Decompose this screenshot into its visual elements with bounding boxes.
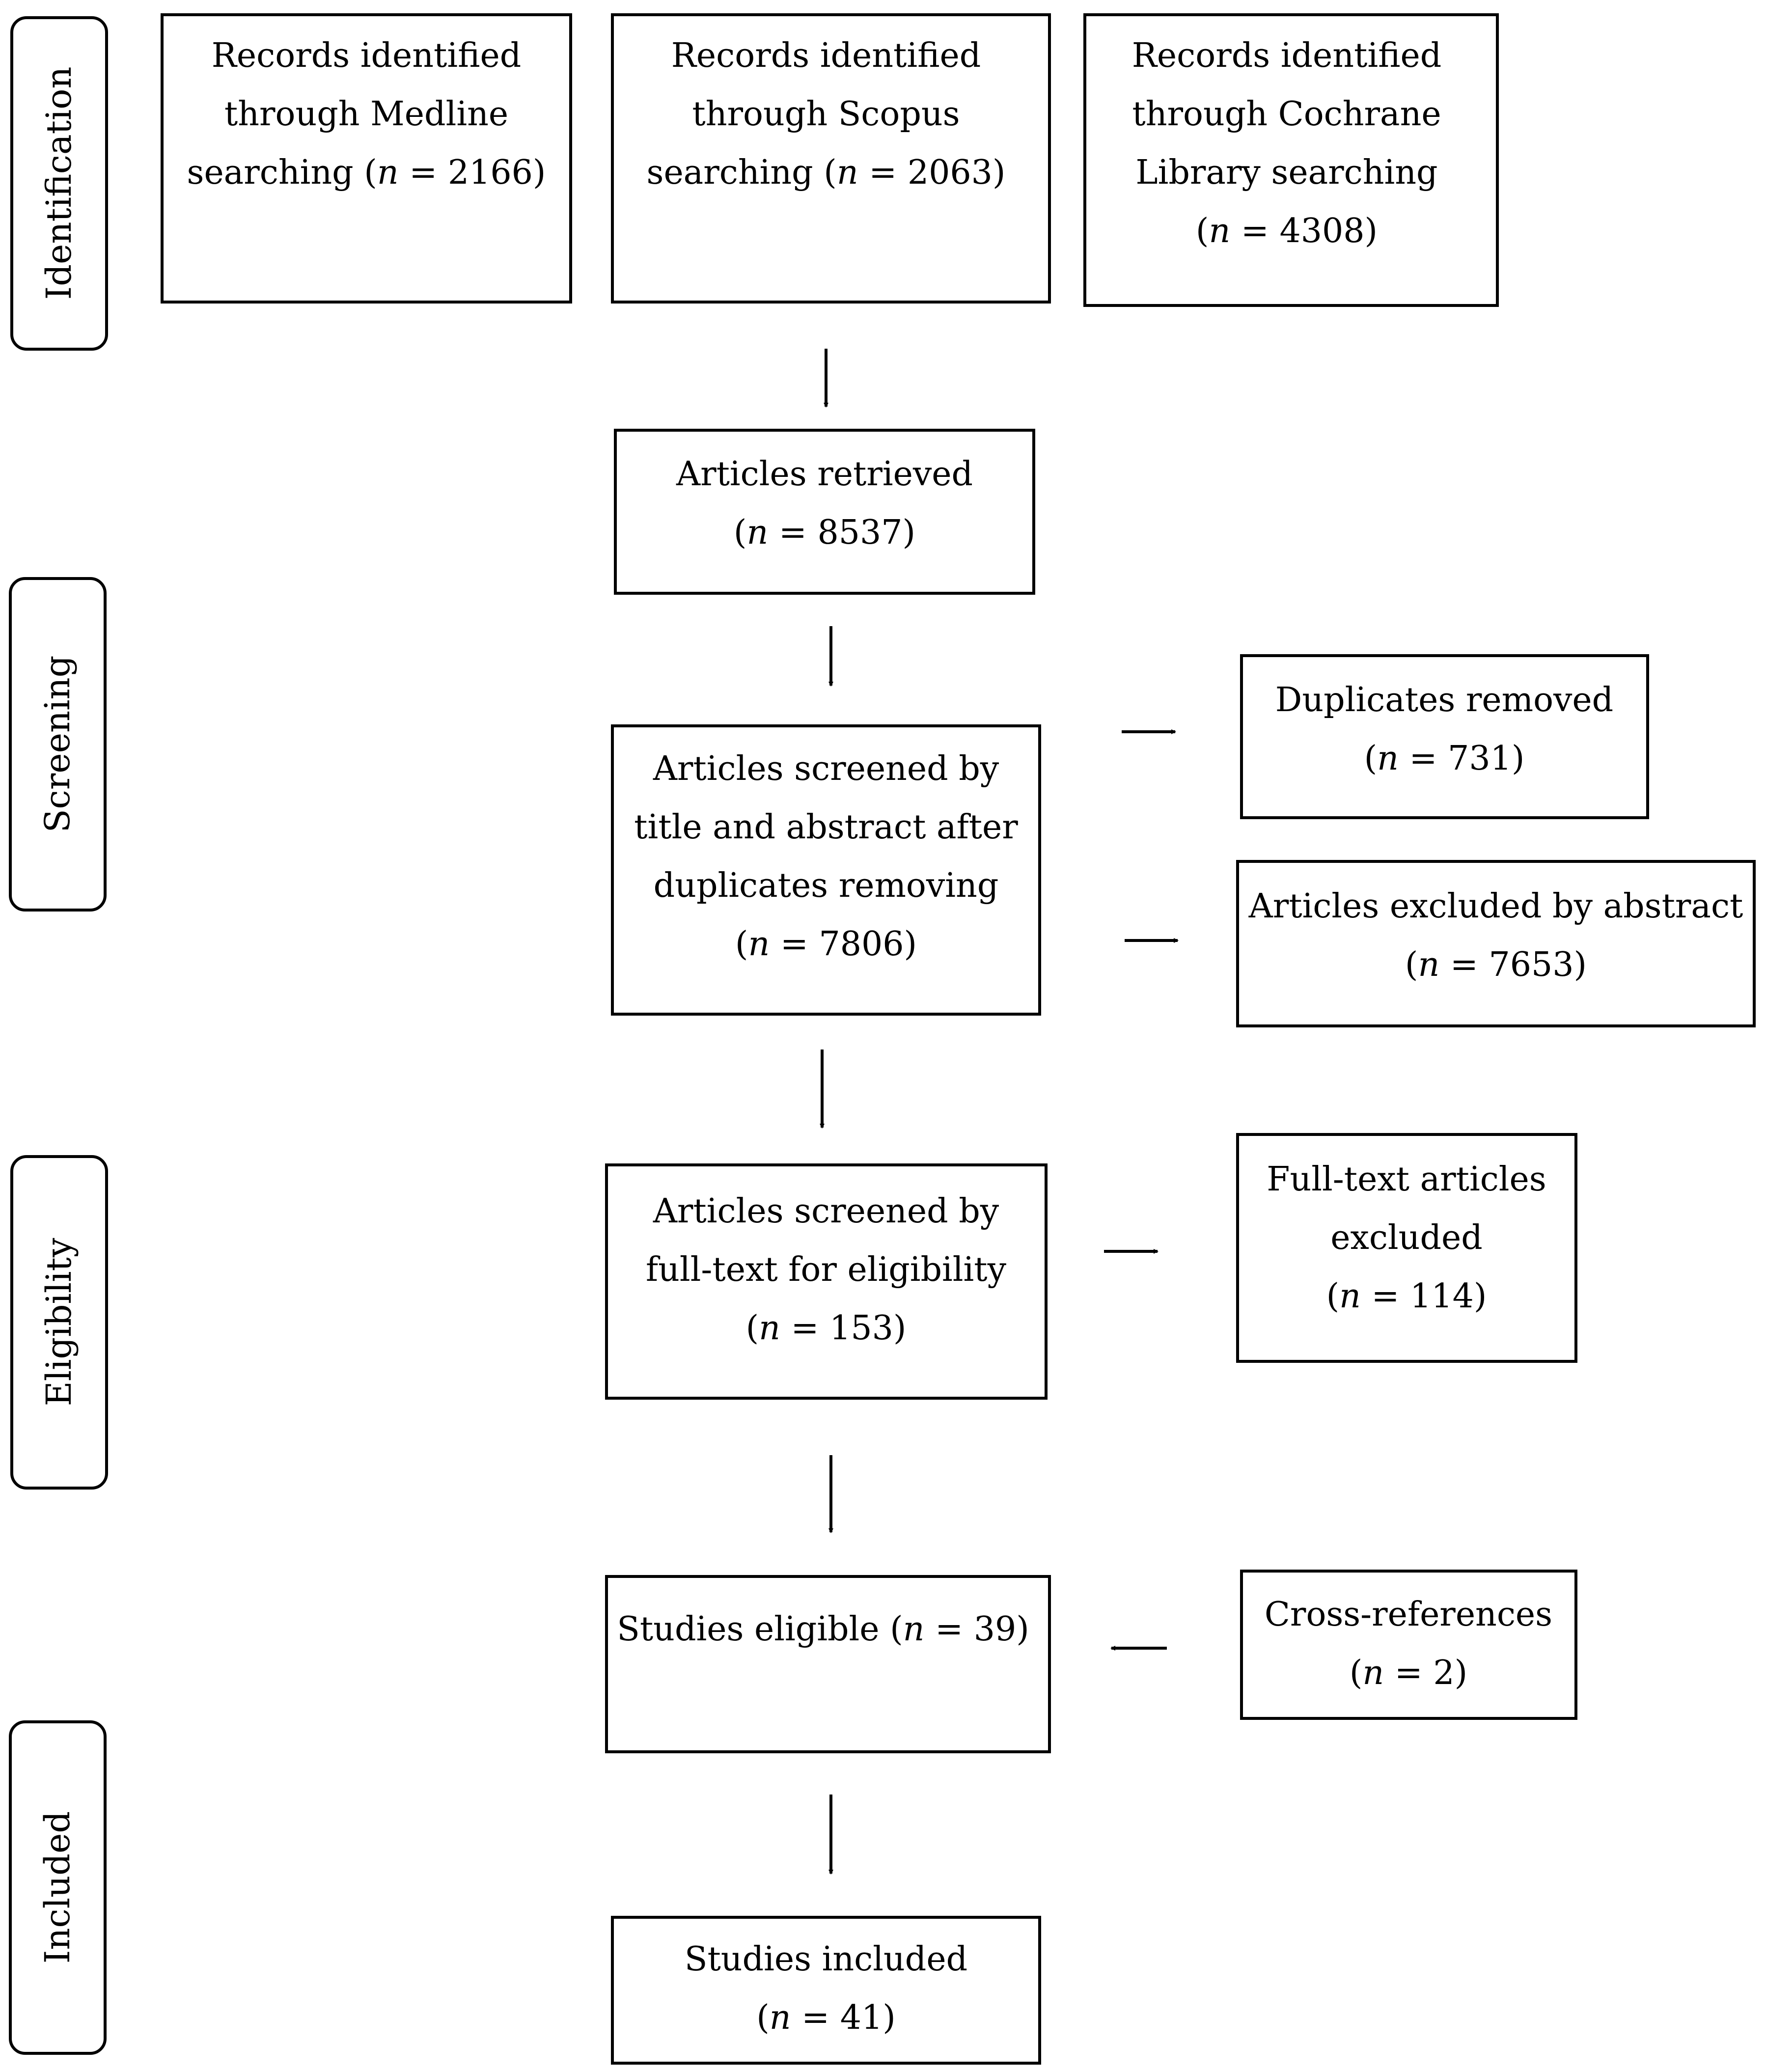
box-screened-title-abstract: Articles screened by title and abstract … [611, 724, 1041, 1016]
box-screened-title-count: 7806 [819, 925, 904, 964]
box-scopus-line-1: Records identified [671, 36, 981, 75]
box-cochrane-line-1: Records identified [1132, 36, 1442, 75]
stage-eligibility: Eligibility [10, 1155, 108, 1490]
box-medline: Records identified through Medline searc… [161, 13, 572, 304]
box-articles-retrieved: Articles retrieved (n = 8537) [614, 429, 1035, 595]
box-duplicates-line-1: Duplicates removed [1275, 681, 1613, 719]
box-medline-line-2: through Medline [224, 95, 508, 134]
box-cross-references: Cross-references (n = 2) [1240, 1570, 1577, 1720]
stage-included-label: Included [37, 1811, 78, 1963]
box-retrieved-count: 8537 [817, 513, 902, 552]
box-scopus-count: 2063 [908, 153, 993, 192]
stage-identification-box [10, 16, 108, 351]
box-included-line-1: Studies included [685, 1940, 967, 1979]
stage-screening-box [9, 577, 107, 912]
box-scopus-line-2: through Scopus [692, 95, 960, 134]
stage-eligibility-box [10, 1155, 108, 1490]
box-cross-references-count: 2 [1433, 1654, 1454, 1692]
box-retrieved-line-1: Articles retrieved [676, 455, 973, 494]
box-screened-fulltext-line-1: Articles screened by [653, 1192, 999, 1231]
box-fulltext-excluded-count: 114 [1410, 1277, 1474, 1316]
box-studies-included: Studies included (n = 41) [611, 1916, 1041, 2065]
box-duplicates-count-line: (n = 731) [1364, 739, 1525, 778]
box-full-text-excluded: Full-text articles excluded (n = 114) [1236, 1133, 1577, 1363]
box-medline-count-line: searching (n = 2166) [187, 153, 546, 192]
stage-identification-label: Identification [39, 67, 79, 300]
box-included-count-line: (n = 41) [756, 1998, 896, 2037]
box-screened-title-line-2: title and abstract after [634, 808, 1018, 847]
box-cross-references-count-line: (n = 2) [1350, 1654, 1467, 1692]
box-fulltext-excluded-line-2: excluded [1330, 1218, 1483, 1257]
box-cochrane-count: 4308 [1279, 212, 1364, 250]
box-included-count: 41 [840, 1998, 883, 2037]
stage-included-box [9, 1720, 107, 2055]
stage-screening-label: Screening [37, 656, 78, 833]
box-scopus: Records identified through Scopus search… [611, 13, 1051, 304]
box-fulltext-excluded-count-line: (n = 114) [1326, 1277, 1487, 1316]
box-medline-line-1: Records identified [212, 36, 522, 75]
box-fulltext-excluded-line-1: Full-text articles [1267, 1160, 1546, 1199]
box-screened-title-line-3: duplicates removing [654, 866, 999, 905]
box-screened-title-line-1: Articles screened by [653, 749, 999, 788]
box-excluded-abstract-line-1: Articles excluded by abstract [1248, 887, 1743, 926]
box-cochrane: Records identified through Cochrane Libr… [1083, 13, 1499, 307]
box-cochrane-count-line: (n = 4308) [1196, 212, 1378, 250]
box-cochrane-line-2: through Cochrane [1132, 95, 1441, 134]
box-duplicates-count: 731 [1448, 739, 1512, 778]
box-screened-fulltext-count-line: (n = 153) [746, 1309, 907, 1348]
box-screened-full-text: Articles screened by full-text for eligi… [605, 1163, 1048, 1400]
box-duplicates-removed: Duplicates removed (n = 731) [1240, 654, 1649, 819]
box-screened-fulltext-count: 153 [829, 1309, 893, 1348]
stage-identification: Identification [10, 16, 108, 351]
box-cross-references-line-1: Cross-references [1265, 1595, 1552, 1634]
box-cochrane-line-3: Library searching [1135, 153, 1437, 192]
box-studies-eligible: Studies eligible (n = 39) [605, 1575, 1051, 1753]
box-eligible-count-line: Studies eligible (n = 39) [617, 1610, 1029, 1649]
box-scopus-count-line: searching (n = 2063) [647, 153, 1006, 192]
stage-included: Included [9, 1720, 107, 2055]
stage-eligibility-label: Eligibility [39, 1238, 79, 1406]
box-excluded-by-abstract: Articles excluded by abstract (n = 7653) [1236, 860, 1756, 1027]
box-screened-fulltext-line-2: full-text for eligibility [646, 1250, 1007, 1289]
box-screened-title-count-line: (n = 7806) [735, 925, 917, 964]
box-excluded-abstract-count-line: (n = 7653) [1405, 945, 1587, 984]
box-retrieved-count-line: (n = 8537) [734, 513, 915, 552]
stage-screening: Screening [9, 577, 107, 912]
box-medline-count: 2166 [448, 153, 533, 192]
box-eligible-count: 39 [974, 1610, 1017, 1649]
box-excluded-abstract-count: 7653 [1489, 945, 1573, 984]
